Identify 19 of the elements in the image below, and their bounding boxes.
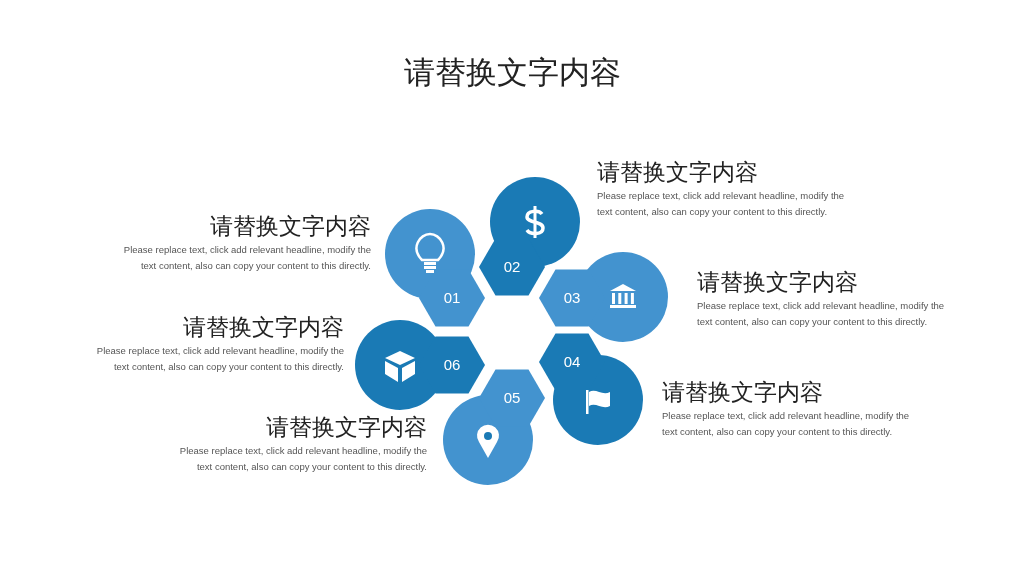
heading: 请替换文字内容 xyxy=(183,313,344,341)
heading: 请替换文字内容 xyxy=(597,158,758,186)
step-number: 06 xyxy=(442,356,462,374)
step-number: 02 xyxy=(502,258,522,276)
step-number: 03 xyxy=(562,289,582,307)
description: Please replace text, click add relevant headline, modify the text content, also can copy your content to this directly. xyxy=(662,409,911,439)
description: Please replace text, click add relevant headline, modify the text content, also can copy your content to this directly. xyxy=(178,444,427,474)
heading: 请替换文字内容 xyxy=(662,378,823,406)
description: Please replace text, click add relevant headline, modify the text content, also can copy your content to this directly. xyxy=(95,344,344,374)
step-number: 05 xyxy=(502,389,522,407)
description: Please replace text, click add relevant headline, modify the text content, also can copy your content to this directly. xyxy=(697,299,946,329)
heading: 请替换文字内容 xyxy=(697,268,858,296)
step-number: 01 xyxy=(442,289,462,307)
step-number: 04 xyxy=(562,353,582,371)
title: 请替换文字内容 xyxy=(402,53,622,92)
heading: 请替换文字内容 xyxy=(210,212,371,240)
heading: 请替换文字内容 xyxy=(266,413,427,441)
description: Please replace text, click add relevant headline, modify the text content, also can copy your content to this directly. xyxy=(122,243,371,273)
description: Please replace text, click add relevant headline, modify the text content, also can copy your content to this directly. xyxy=(597,189,846,219)
